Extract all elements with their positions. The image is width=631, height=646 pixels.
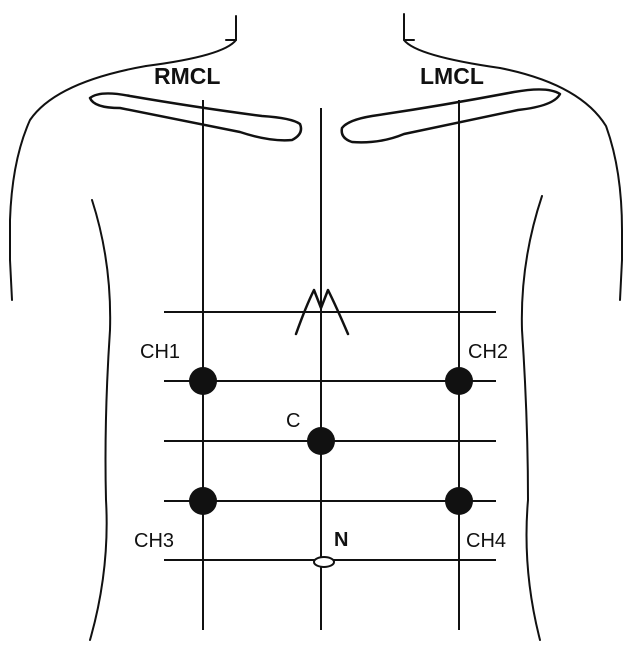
label-ch2: CH2 (468, 341, 508, 363)
left-underarm (90, 200, 110, 640)
electrode-c (307, 427, 335, 455)
electrode-ch3 (189, 487, 217, 515)
label-lmcl: LMCL (420, 63, 484, 89)
left-clavicle (342, 89, 560, 142)
right-underarm (522, 196, 542, 640)
label-c: C (286, 410, 300, 432)
left-arm-outer (10, 260, 12, 300)
right-shoulder (500, 68, 622, 260)
clavicles (90, 89, 560, 142)
label-n: N (334, 529, 348, 551)
label-rmcl: RMCL (154, 63, 220, 89)
navel (314, 557, 334, 567)
label-ch4: CH4 (466, 530, 506, 552)
vertical-lines (203, 100, 459, 630)
neck-left (146, 16, 236, 66)
electrode-ch1 (189, 367, 217, 395)
electrode-ch2 (445, 367, 473, 395)
electrode-ch4 (445, 487, 473, 515)
right-arm-outer (620, 260, 622, 300)
neck-right (404, 14, 500, 68)
label-ch1: CH1 (140, 341, 180, 363)
right-clavicle (90, 93, 301, 140)
label-ch3: CH3 (134, 530, 174, 552)
